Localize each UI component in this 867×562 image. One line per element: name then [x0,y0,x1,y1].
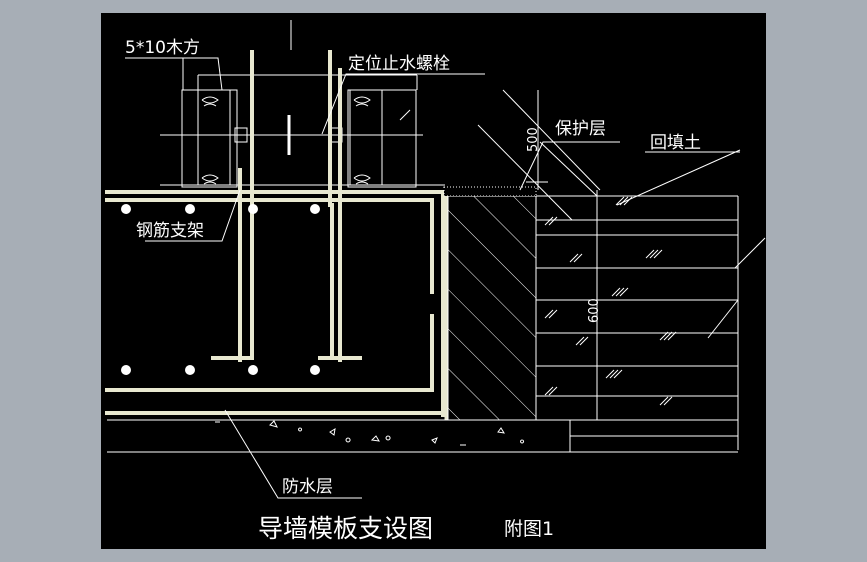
dimension-500: 500 [526,127,541,152]
rebar-dot [310,204,320,214]
rebar-dot [121,204,131,214]
label-bolt: 定位止水螺栓 [348,54,450,74]
rebar-dot [310,365,320,375]
rebar-group [105,50,445,417]
rebar-dots [121,204,320,375]
ground-layers [107,409,738,499]
wall-section [443,186,537,421]
label-rebar-support: 钢筋支架 [136,221,204,241]
drawing-subtitle: 附图1 [504,518,554,540]
drawing-title: 导墙模板支设图 [258,514,433,543]
label-wood-plank: 5*10木方 [125,38,200,58]
rebar-dot [185,365,195,375]
rebar-dot [185,204,195,214]
dimension-600: 600 [587,298,602,323]
rebar-dot [248,204,258,214]
formwork-group [160,74,445,188]
label-backfill: 回填土 [650,133,701,153]
backfill-area [536,149,766,450]
rebar-dot [248,365,258,375]
rebar-dot [121,365,131,375]
label-protect-layer: 保护层 [555,119,606,139]
dimension-lines [125,57,740,421]
label-waterproof: 防水层 [282,477,333,497]
